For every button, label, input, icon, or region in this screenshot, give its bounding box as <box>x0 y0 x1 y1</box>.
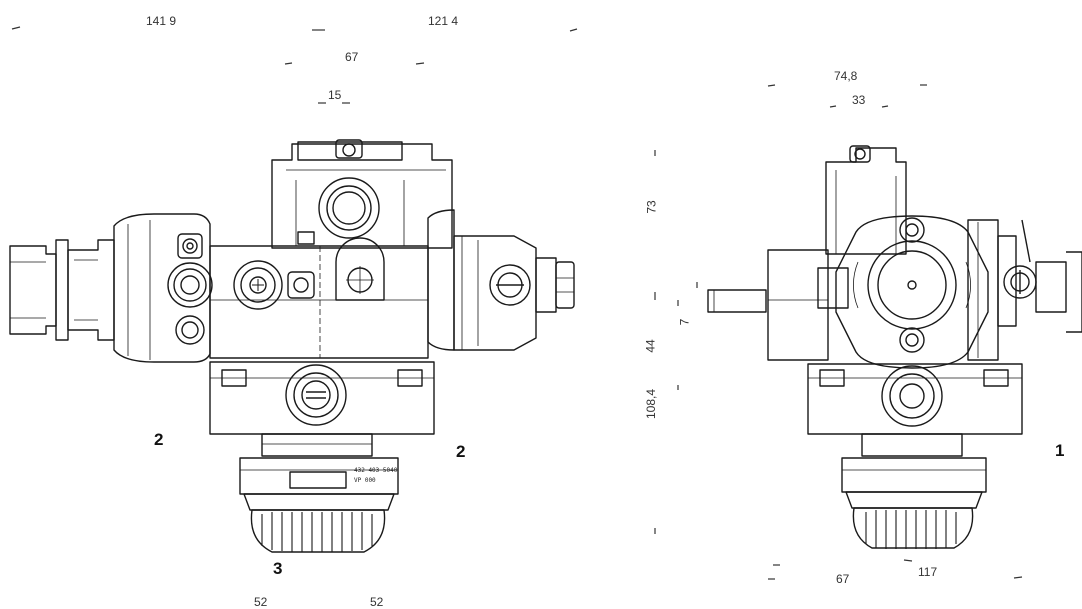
dimension-108-4: 108,4 <box>644 388 659 420</box>
dimension-141-9: 141 9 <box>146 14 177 28</box>
part-code: 432 403 5040 <box>354 467 398 474</box>
dimension-117: 117 <box>918 565 938 579</box>
exhaust-silencer <box>239 457 399 495</box>
port-label-2-left: 2 <box>154 430 164 449</box>
dimension-52-left: 52 <box>254 595 268 609</box>
dimension-67-top: 67 <box>345 50 359 64</box>
dimension-7: 7 <box>677 318 692 326</box>
side-view-valve <box>707 145 1082 549</box>
dimension-33: 33 <box>852 93 866 107</box>
port-label-1: 1 <box>1055 441 1065 460</box>
dimension-15: 15 <box>328 88 342 102</box>
dimension-73: 73 <box>644 200 659 214</box>
main-flange <box>835 215 989 369</box>
inlet-pipe <box>9 245 57 335</box>
dimension-121-4: 121 4 <box>428 14 459 28</box>
port-label-3: 3 <box>273 559 283 578</box>
part-code-secondary: VP 000 <box>354 477 376 484</box>
dimension-74-8: 74,8 <box>834 69 858 83</box>
top-cover <box>271 143 453 249</box>
port-label-2-right: 2 <box>456 442 466 461</box>
front-view-valve <box>9 139 575 553</box>
dimension-52-right: 52 <box>370 595 384 609</box>
lower-body <box>209 361 435 435</box>
side-shaft <box>707 289 767 313</box>
dimension-44: 44 <box>643 339 658 353</box>
dimension-marks <box>11 26 1023 580</box>
dimension-67-bottom: 67 <box>836 572 850 586</box>
